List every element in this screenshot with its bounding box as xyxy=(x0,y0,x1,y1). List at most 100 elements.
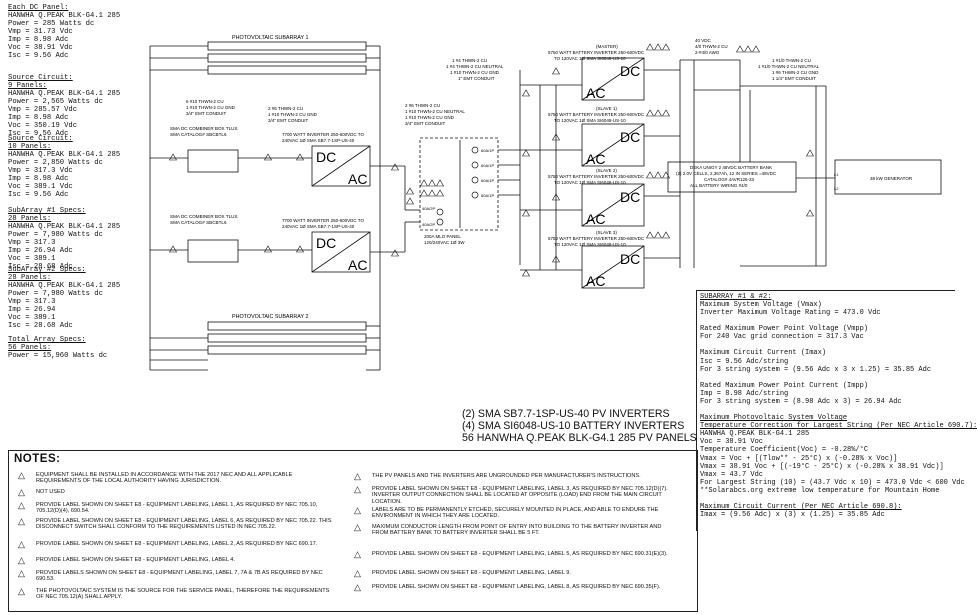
slave2-l2: 5750 WATT BATTERY INVERTER 250-600VDC xyxy=(548,174,645,179)
calc-line: HANWHA Q.PEAK BLK-G4.1 285 xyxy=(700,430,810,439)
spec-title: SubArray #1 Specs: xyxy=(8,207,86,215)
slave2-l3: TO 120VAC 1Ø SMA SI6048-US-10 xyxy=(554,180,626,185)
spec-line: HANWHA Q.PEAK BLK-G4.1 285 xyxy=(8,223,121,231)
spec-block: Each DC Panel:HANWHA Q.PEAK BLK-G4.1 285… xyxy=(8,4,120,60)
slave1-l1: (SLAVE 1) xyxy=(596,106,617,111)
notes-title: NOTES: xyxy=(14,453,61,465)
note-number-icon: △ xyxy=(354,522,361,532)
breaker-6: 40A/2P xyxy=(422,222,435,227)
warning-triangle-icon xyxy=(521,89,531,97)
pvinv2-ac: AC xyxy=(348,257,367,273)
slave3-l1: (SLAVE 3) xyxy=(596,230,617,235)
spec-line: Imp = 8.98 Adc xyxy=(8,175,69,183)
calc-line: Voc = 38.91 Voc xyxy=(700,438,764,447)
wire3-l4: 3/4" EMT CONDUIT xyxy=(405,121,446,126)
wire5-l2: 2-#4/0 AWG xyxy=(695,50,720,55)
battery-l1: DEKA UNIGY 2 48VDC BATTERY BANK xyxy=(690,165,772,170)
subarray-1-label: PHOTOVOLTAIC SUBARRAY 1 xyxy=(232,35,309,41)
spec-line: Power = 7,980 Watts dc xyxy=(8,231,103,239)
warning-triangle-icon xyxy=(653,231,663,239)
wire6-l4: 1 1/4" EMT CONDUIT xyxy=(772,76,816,81)
master-dc: DC xyxy=(620,63,640,79)
wire2-l1: 2 #6 THWN-2 CU xyxy=(268,106,303,111)
calc-title: SUBARRAY #1 & #2: xyxy=(700,293,772,301)
system-summary: (2) SMA SB7.7-1SP-US-40 PV INVERTERS (4)… xyxy=(462,408,697,444)
warning-triangle-icon xyxy=(295,245,305,253)
spec-line: Vmp = 31.73 Vdc xyxy=(8,28,73,36)
breaker-3: 60A/1P xyxy=(481,178,494,183)
spec-subtitle: 10 Panels: xyxy=(8,143,52,151)
summary-line-3: 56 HANWHA Q.PEAK BLK-G4.1 285 PV PANELS xyxy=(462,432,697,444)
warning-triangle-icon xyxy=(551,255,561,263)
spec-block: SubArray #2 Specs:28 Panels:HANWHA Q.PEA… xyxy=(8,266,120,330)
spec-line: Voc = 389.1 xyxy=(8,255,56,263)
spec-line: Isc = 28.68 Adc xyxy=(8,263,73,271)
battery-inverter-master xyxy=(581,57,645,101)
warning-triangle-icon xyxy=(521,149,531,157)
note-text: PROVIDE LABELS SHOWN ON SHEET E8 - EQUIP… xyxy=(36,570,323,583)
note-text: PROVIDE LABEL SHOWN ON SHEET E8 - EQUIPM… xyxy=(372,486,668,505)
spec-line: Voc = 389.1 xyxy=(8,314,56,322)
note-number-icon: △ xyxy=(18,516,25,526)
warning-triangle-icon xyxy=(645,43,655,51)
wire5-l1: 4/0 THWN-2 CU xyxy=(695,44,728,49)
calc-line: Imax = (9.56 Adc) x (3) x (1.25) = 35.85… xyxy=(700,511,885,520)
note-item: △PROVIDE LABEL SHOWN ON SHEET E8 - EQUIP… xyxy=(18,501,336,515)
spec-line: HANWHA Q.PEAK BLK-G4.1 285 xyxy=(8,282,121,290)
warning-triangle-icon xyxy=(405,187,415,195)
spec-line: Isc = 28.68 Adc xyxy=(8,322,73,330)
warning-triangle-icon xyxy=(645,109,655,117)
pvinv1-l1: 7700 WATT INVERTER 250-600VDC TO xyxy=(282,132,364,137)
spec-title: Total Array Specs: xyxy=(8,336,86,344)
battery-l4: ALL BATTERY WIRING #4/0 xyxy=(690,183,748,188)
spec-line: HANWHA Q.PEAK BLK-G4.1 285 xyxy=(8,90,121,98)
warning-triangle-icon xyxy=(521,269,531,277)
spec-line: Isc = 9.56 Adc xyxy=(8,130,69,138)
note-item: △NOT USED xyxy=(18,488,336,497)
single-line-diagram: PHOTOVOLTAIC SUBARRAY 1 PHOTOVOLTAIC SUB… xyxy=(149,35,942,371)
note-text: NOT USED xyxy=(36,489,65,495)
l2-label: L2 xyxy=(834,186,839,191)
warning-triangle-icon xyxy=(435,189,445,197)
note-number-icon: △ xyxy=(354,505,361,515)
note-item: △MAXIMUM CONDUCTOR LENGTH FROM POINT OF … xyxy=(354,523,672,537)
note-number-icon: △ xyxy=(354,582,361,592)
mains-label: 40 VDC xyxy=(695,38,712,43)
warning-triangle-icon xyxy=(427,179,437,187)
panel-l2: 120/240VAC 1Ø 3W xyxy=(424,240,465,245)
pvinv1-l2: 240VAC 1Ø SMA SB7.7-1SP-US-40 xyxy=(282,138,355,143)
slave3-dc: DC xyxy=(620,251,640,267)
note-item: △PROVIDE LABEL SHOWN ON SHEET E8 - EQUIP… xyxy=(18,540,336,549)
note-item: △PROVIDE LABEL SHOWN ON SHEET E8 - EQUIP… xyxy=(18,556,336,565)
warning-triangle-icon xyxy=(661,109,671,117)
warning-triangle-icon xyxy=(645,231,655,239)
spec-line: Power = 2,850 Watts dc xyxy=(8,159,103,167)
wire4-l4: 1" EMT CONDUIT xyxy=(458,76,495,81)
spec-subtitle: 56 Panels: xyxy=(8,344,52,352)
spec-line: Imp = 8.98 Adc xyxy=(8,36,69,44)
breaker-2: 60A/1P xyxy=(481,163,494,168)
breaker-5: 40A/2P xyxy=(422,206,435,211)
wire1-l1: 6 #10 THWN-2 CU xyxy=(186,99,224,104)
wire3-l1: 2 #6 THWN-2 CU xyxy=(405,103,440,108)
spec-line: Voc = 38.91 Vdc xyxy=(8,44,73,52)
spec-subtitle: 9 Panels: xyxy=(8,82,47,90)
wire4-l1: 1 #4 THWN-2 CU xyxy=(452,58,487,63)
slave1-l2: 5750 WATT BATTERY INVERTER 250-600VDC xyxy=(548,112,645,117)
spec-title: Source Circuit: xyxy=(8,135,73,143)
spec-line: Voc = 350.19 Vdc xyxy=(8,122,78,130)
note-item: △THE PV PANELS AND THE INVERTERS ARE UNG… xyxy=(354,472,672,481)
slave2-l1: (SLAVE 2) xyxy=(596,168,617,173)
spec-line: Vmp = 317.3 xyxy=(8,239,56,247)
note-text: PROVIDE LABEL SHOWN ON SHEET E8 - EQUIPM… xyxy=(372,551,668,557)
pvinv2-l1: 7700 WATT INVERTER 250-600VDC TO xyxy=(282,218,364,223)
note-number-icon: △ xyxy=(354,549,361,559)
subarray-2-label: PHOTOVOLTAIC SUBARRAY 2 xyxy=(232,314,309,320)
master-l2: 5750 WATT BATTERY INVERTER 250-600VDC xyxy=(548,50,645,55)
calc-line: Vmax = Voc + [(Tlow** - 25°C) x (-0.28% … xyxy=(700,454,898,463)
spec-block: Total Array Specs:56 Panels:Power = 15,9… xyxy=(8,336,107,360)
combiner-2-line1: SMA DC COMBINER BOX TLUS xyxy=(170,214,238,219)
note-number-icon: △ xyxy=(18,470,25,480)
spec-line: Isc = 9.56 Adc xyxy=(8,191,69,199)
wire1-l2: 1 #10 THWN-2 CU GND xyxy=(186,105,236,110)
